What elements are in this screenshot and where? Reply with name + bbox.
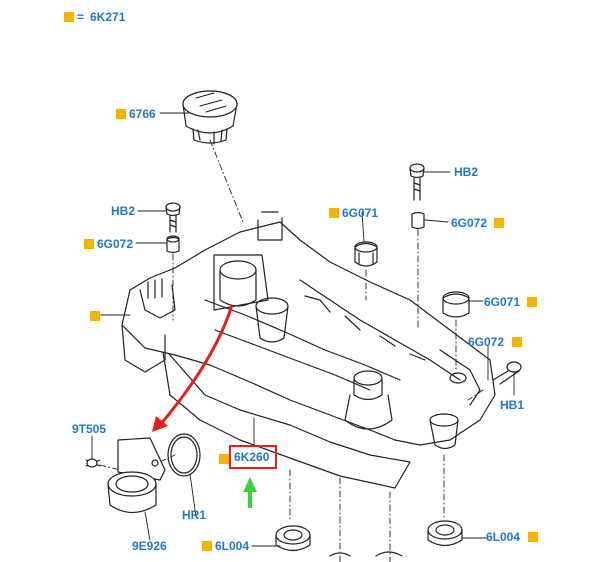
camshaft-cover [121,211,496,489]
label-hb1: HB1 [500,398,525,412]
flange-9e926 [107,437,166,514]
marker-6l004-left [202,541,212,551]
label-hb2-left: HB2 [111,204,136,218]
marker-6g071-right [527,297,537,307]
marker-6l004-right [528,532,538,542]
marker-unlabeled-left [90,311,100,321]
bolt-hb2-left [165,202,181,233]
label-6g072-right: 6G072 [451,216,488,230]
label-6l004-left: 6L004 [215,539,250,553]
label-9t505: 9T505 [72,422,107,436]
grommet-6g072-left [166,235,180,254]
seal-6l004-right [427,520,463,547]
grommet-6g071-right [442,291,470,318]
red-arrow [152,304,234,432]
marker-6g072-lower [512,337,522,347]
marker-6k260 [219,454,229,464]
label-6766: 6766 [129,107,156,121]
label-6g071-right: 6G071 [484,295,521,309]
seal-bottom-center [329,551,403,557]
seal-6l004-left [275,525,311,552]
oring-hr1 [167,433,201,477]
grommet-6g071-mid [354,241,378,267]
label-6k260: 6K260 [234,450,270,464]
marker-6g072-right [494,218,504,228]
label-6g071-mid: 6G071 [342,206,379,220]
label-6g072-left: 6G072 [97,237,134,251]
label-hr1: HR1 [182,508,207,522]
legend-symbol: = [77,10,85,24]
label-9e926: 9E926 [132,539,167,553]
oil-filler-cap [182,90,238,145]
marker-6g071-mid [329,208,339,218]
label-6l004-right: 6L004 [486,530,521,544]
marker-6g072-left [84,239,94,249]
highlight-box-6k260 [229,445,277,469]
label-6g072-lower: 6G072 [468,335,505,349]
guide-lines [99,139,484,562]
leader-lines [91,112,515,547]
bolt-9t505 [85,458,101,468]
grommet-6g072-right [411,211,425,230]
marker-6766 [116,109,126,119]
bolt-hb1 [492,361,522,385]
label-hb2-right: HB2 [454,165,479,179]
bolt-hb2-right [409,163,425,201]
green-arrow [243,477,257,508]
legend-marker [64,12,74,22]
legend-code: 6K271 [90,10,126,24]
